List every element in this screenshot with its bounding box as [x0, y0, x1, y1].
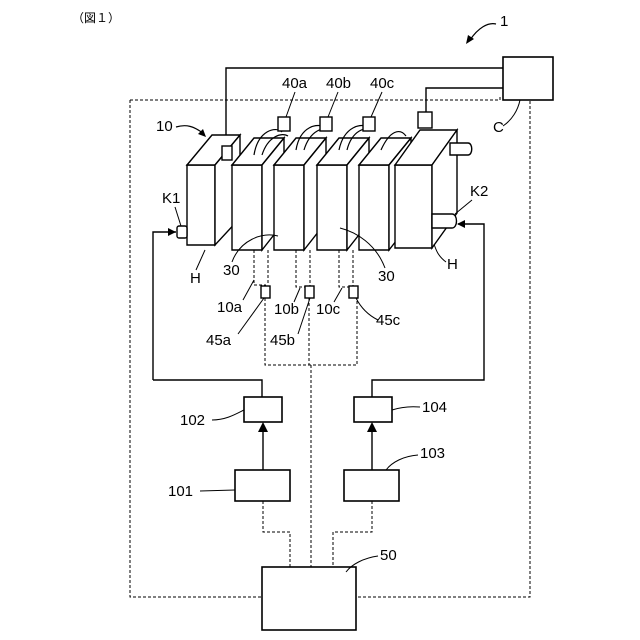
sensor-40c-icon — [363, 117, 375, 131]
wire-102-k1 — [153, 232, 176, 380]
sensor-40b-leader — [328, 92, 338, 117]
unit-102-label: 102 — [180, 412, 205, 429]
cell-2-front — [274, 165, 304, 250]
unit-102-leader — [212, 410, 244, 420]
cell-10c-label: 10c — [316, 301, 341, 318]
link-101-50 — [263, 501, 290, 567]
unit-103-leader — [386, 455, 418, 470]
unit-104-box — [354, 397, 392, 422]
k2-arrowhead — [457, 220, 465, 228]
holder-right-front — [395, 165, 432, 248]
wire-102-top — [153, 380, 262, 397]
unit-101-label: 101 — [168, 483, 193, 500]
holder-right-label: H — [447, 256, 458, 273]
unit-104-label: 104 — [422, 399, 447, 416]
probe-lead-c1 — [339, 250, 352, 287]
probe-45b-leader — [298, 298, 310, 334]
unit-103-box — [344, 470, 399, 501]
terminal-k1-label: K1 — [162, 190, 180, 207]
probe-45b-icon — [305, 286, 314, 298]
cell-10a-leader — [243, 280, 254, 300]
terminal-top-right-icon — [450, 143, 472, 155]
sensor-40a-label: 40a — [282, 75, 308, 92]
sensor-40c-leader — [371, 92, 382, 117]
unit-103-label: 103 — [420, 445, 445, 462]
controller-c-box — [503, 57, 553, 100]
cell-3-front — [317, 165, 347, 250]
unit-104-leader — [392, 407, 420, 410]
sensor-40b-label: 40b — [326, 75, 351, 92]
unit-102-box — [244, 397, 282, 422]
probe-45a-icon — [261, 286, 270, 298]
cell-10b-leader — [294, 288, 300, 302]
unit-101-leader — [200, 490, 235, 491]
arrow-101-102-head — [258, 422, 268, 432]
separator-left-label: 30 — [223, 262, 240, 279]
probe-45a-label: 45a — [206, 332, 232, 349]
k1-arrowhead — [168, 228, 176, 236]
stack-label: 10 — [156, 118, 173, 135]
controller-c-leader — [503, 100, 520, 126]
terminal-right-top — [418, 112, 432, 128]
sensor-40a-leader — [286, 92, 295, 117]
cell-10c-leader — [334, 288, 342, 302]
terminal-k2-label: K2 — [470, 183, 488, 200]
controller-c-label: C — [493, 119, 504, 136]
cell-4-front — [359, 165, 389, 250]
terminal-k2-icon — [432, 214, 457, 228]
sensor-40c-label: 40c — [370, 75, 395, 92]
sensor-40b-icon — [320, 117, 332, 131]
terminal-k1-icon — [177, 226, 187, 238]
terminal-left-top — [222, 146, 232, 160]
holder-left-label: H — [190, 270, 201, 287]
system-ref-arrow — [470, 24, 496, 40]
separator-right-label: 30 — [378, 268, 395, 285]
probe-45c-label: 45c — [376, 312, 401, 329]
probe-lead-a1 — [254, 250, 266, 285]
arrow-103-104-head — [367, 422, 377, 432]
probe-lead-b1 — [296, 250, 310, 287]
probe-45c-leader — [356, 298, 378, 320]
sensor-40a-icon — [278, 117, 290, 131]
enclosure-top — [130, 96, 500, 100]
cell-10a-label: 10a — [217, 299, 243, 316]
holder-right-leader — [434, 244, 446, 262]
probe-45c-icon — [349, 286, 358, 298]
cell-10b-label: 10b — [274, 301, 299, 318]
unit-101-box — [235, 470, 290, 501]
control-50-box — [262, 567, 356, 630]
control-50-label: 50 — [380, 547, 397, 564]
holder-left-front — [187, 165, 215, 245]
terminal-k1-leader — [175, 207, 181, 226]
holder-left-leader — [196, 250, 205, 270]
system-ref-label: 1 — [500, 13, 508, 30]
link-103-50 — [333, 501, 372, 567]
probe-45b-label: 45b — [270, 332, 295, 349]
figure-caption: （図１） — [72, 11, 120, 25]
